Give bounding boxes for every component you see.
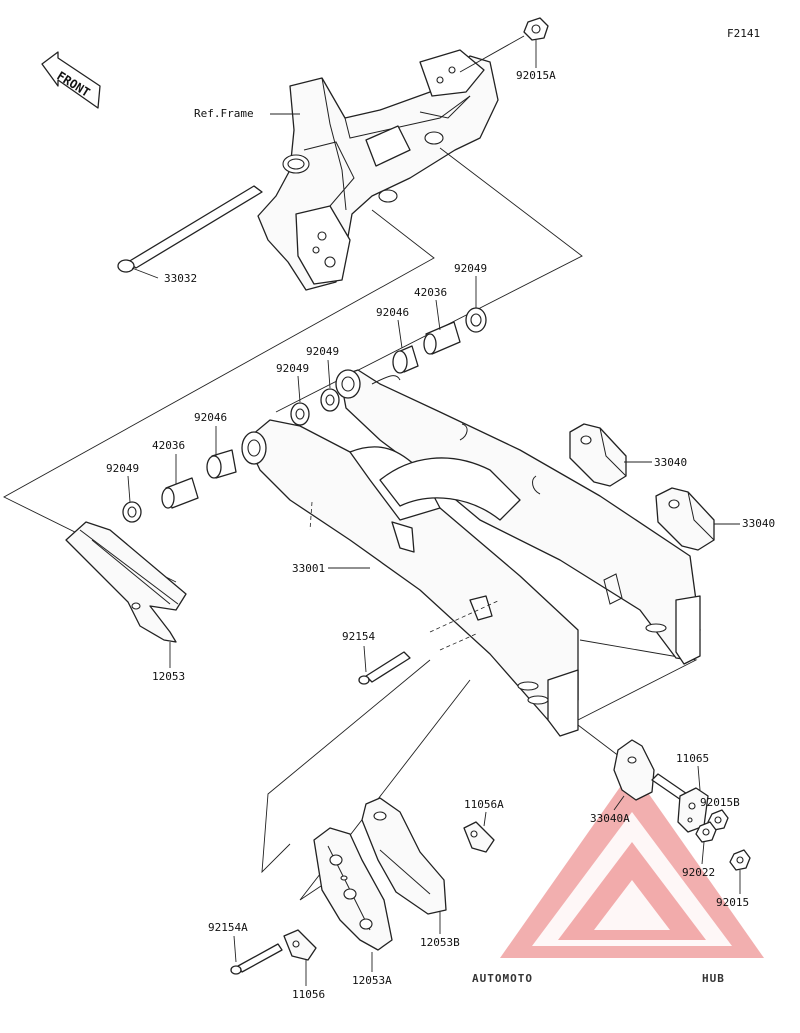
adjuster-plate-11065 — [677, 787, 709, 833]
part-label-12053: 12053 — [152, 670, 185, 683]
part-label-92049-mid-a: 92049 — [306, 345, 339, 358]
chain-guide-12053A — [313, 827, 393, 951]
pivot-shaft-33032 — [117, 185, 263, 273]
chain-adjuster-33040A — [613, 739, 691, 803]
clip-11056A — [463, 821, 495, 853]
part-label-11056A: 11056A — [464, 798, 504, 811]
spacer-33040-lower — [655, 487, 715, 551]
nut-92015A — [523, 17, 549, 41]
bolt-92154A — [230, 943, 283, 975]
nut-92015 — [729, 849, 751, 871]
part-label-92154: 92154 — [342, 630, 375, 643]
part-label-92049-left: 92049 — [106, 462, 139, 475]
part-label-12053A: 12053A — [352, 974, 392, 987]
swingarm-33001 — [241, 369, 701, 737]
part-label-92046-left: 92046 — [194, 411, 227, 424]
watermark-brand-part2: HUB — [702, 972, 725, 985]
chain-guide-12053B — [361, 797, 447, 915]
front-direction-arrow: FRONT — [41, 51, 101, 109]
part-label-92015: 92015 — [716, 896, 749, 909]
part-label-92154A: 92154A — [208, 921, 248, 934]
part-label-92046-top: 92046 — [376, 306, 409, 319]
watermark-brand-part1: AUTOMOTO — [472, 972, 533, 985]
watermark-logo — [500, 770, 764, 958]
part-label-33001: 33001 — [292, 562, 325, 575]
nut-92022 — [695, 821, 717, 843]
part-label-92049-mid-b: 92049 — [276, 362, 309, 375]
part-label-92015B: 92015B — [700, 796, 740, 809]
part-label-33040-b: 33040 — [742, 517, 775, 530]
part-label-92049-top: 92049 — [454, 262, 487, 275]
frame-illustration — [257, 49, 499, 291]
bearing-set-upper — [290, 307, 487, 426]
part-label-33040-a: 33040 — [654, 456, 687, 469]
ref-frame-callout: Ref.Frame — [194, 107, 300, 120]
part-label-11056: 11056 — [292, 988, 325, 1001]
spacer-33040-upper — [569, 423, 627, 487]
bolt-92154 — [358, 651, 411, 685]
part-label-92015A: 92015A — [516, 69, 556, 82]
chain-slider-12053 — [65, 521, 187, 643]
part-label-92022: 92022 — [682, 866, 715, 879]
watermark-brand: AUTOMOTO HUB — [472, 972, 725, 985]
figure-code: F2141 — [727, 27, 760, 40]
part-label-42036-left: 42036 — [152, 439, 185, 452]
part-label-11065: 11065 — [676, 752, 709, 765]
part-label-12053B: 12053B — [420, 936, 460, 949]
part-label-33032: 33032 — [164, 272, 197, 285]
part-label-42036-top: 42036 — [414, 286, 447, 299]
clip-11056 — [283, 929, 317, 961]
bearing-set-lower — [122, 449, 237, 523]
part-label-33040A: 33040A — [590, 812, 630, 825]
ref-frame-label: Ref.Frame — [194, 107, 254, 120]
